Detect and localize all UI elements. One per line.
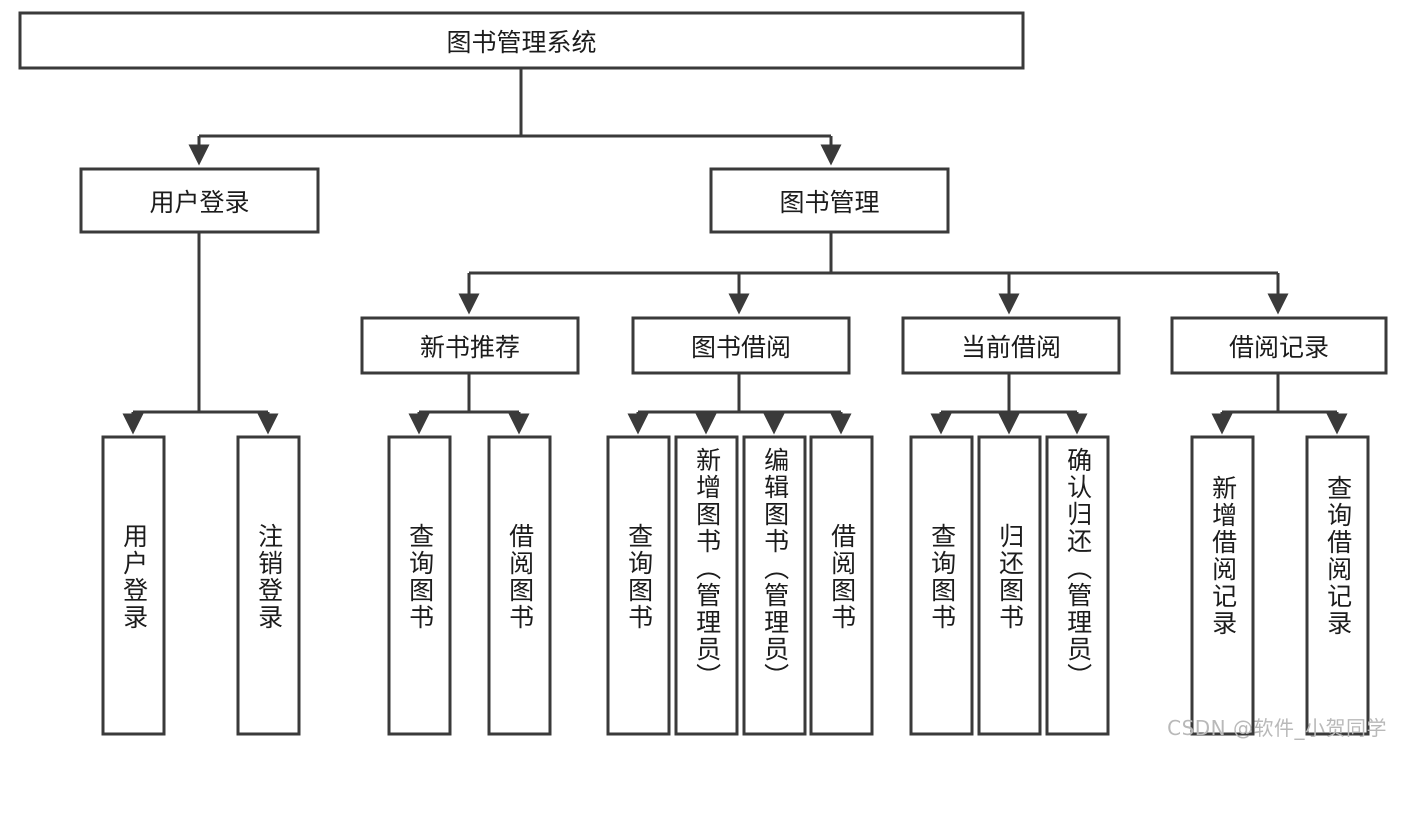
edges-new-book-recommend-to-leaves	[408, 373, 530, 435]
node-book-manage[interactable]	[709, 167, 950, 234]
node-leaf-query-book-1[interactable]	[387, 435, 452, 736]
node-leaf-borrow-book-2[interactable]	[809, 435, 874, 736]
node-leaf-query-book-3[interactable]	[909, 435, 974, 736]
node-root[interactable]	[18, 11, 1025, 70]
edges-borrow-record-to-leaves	[1211, 373, 1348, 435]
edges-current-borrow-to-leaves	[930, 373, 1088, 435]
node-new-book-recommend[interactable]	[360, 316, 580, 375]
node-current-borrow[interactable]	[901, 316, 1121, 375]
diagram-canvas: 图书管理系统 用户登录 图书管理 新书推荐 图书借阅 当前借阅 借阅记录 用户登…	[18, 11, 1388, 740]
flowchart-svg	[18, 11, 1388, 736]
edges-book-borrow-to-leaves	[627, 373, 852, 435]
node-leaf-query-book-2[interactable]	[606, 435, 671, 736]
edges-root-to-level2	[188, 68, 842, 166]
node-leaf-borrow-book-1[interactable]	[487, 435, 552, 736]
node-book-borrow[interactable]	[631, 316, 851, 375]
csdn-watermark: CSDN @软件_小贺同学	[1167, 716, 1387, 740]
node-leaf-user-login[interactable]	[101, 435, 166, 736]
node-user-login[interactable]	[79, 167, 320, 234]
edges-user-login-to-leaves	[122, 232, 279, 435]
node-leaf-add-book[interactable]	[674, 435, 739, 736]
node-leaf-logout-login[interactable]	[236, 435, 301, 736]
edges-book-manage-to-level3	[458, 232, 1289, 315]
node-leaf-return-book[interactable]	[977, 435, 1042, 736]
node-leaf-edit-book[interactable]	[742, 435, 807, 736]
node-leaf-query-record[interactable]	[1305, 435, 1370, 736]
node-leaf-confirm-return[interactable]	[1045, 435, 1110, 736]
node-borrow-record[interactable]	[1170, 316, 1388, 375]
node-leaf-add-record[interactable]	[1190, 435, 1255, 736]
